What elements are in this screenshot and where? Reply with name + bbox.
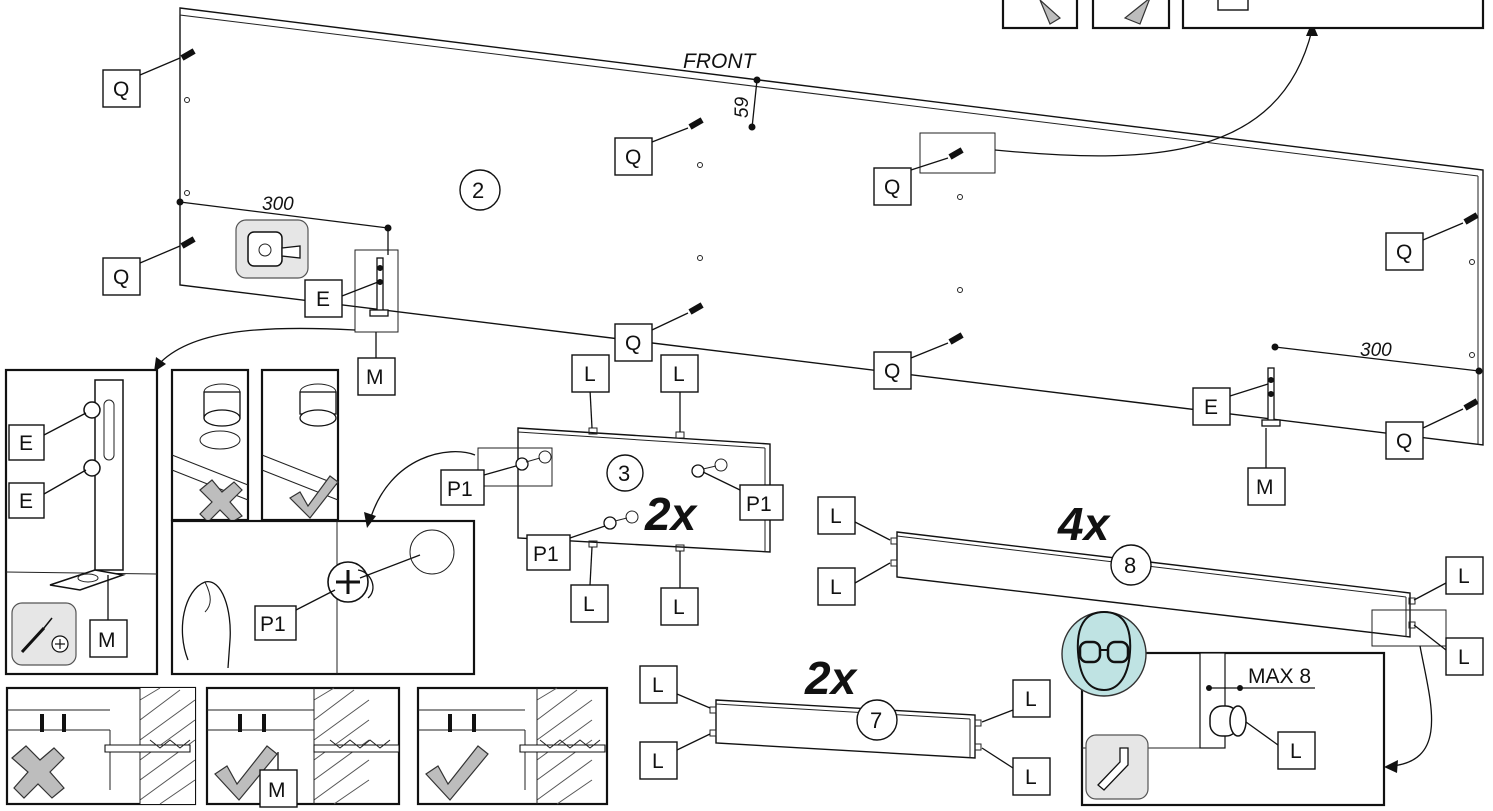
svg-text:M: M	[1256, 476, 1274, 499]
svg-text:L: L	[1290, 740, 1302, 763]
right-bracket-group: E M	[1192, 367, 1286, 506]
q-callout-2: Q	[102, 245, 181, 296]
part-number-8: 8	[1124, 553, 1136, 578]
part-7-rail: 7 2x	[709, 652, 982, 759]
q-callout-3: Q	[614, 127, 689, 176]
tape-measure-icon	[235, 219, 309, 279]
q-callout-7: Q	[1385, 222, 1464, 271]
correct-check-icon	[214, 745, 278, 801]
part-3-p1-callouts: P1 P1 P1	[440, 465, 784, 571]
part-3-l-callouts: L L L L	[570, 354, 699, 626]
part-8-l-callouts: L L L L	[817, 496, 1484, 773]
svg-text:Q: Q	[625, 146, 641, 169]
svg-text:L: L	[1458, 565, 1470, 588]
wall-fix-wrong	[5, 686, 197, 806]
svg-text:L: L	[584, 363, 596, 386]
svg-text:L: L	[583, 593, 595, 616]
svg-text:P1: P1	[533, 543, 559, 566]
svg-text:E: E	[1204, 396, 1218, 419]
top-right-inset	[1001, 0, 1485, 30]
correct-check-icon	[289, 475, 339, 519]
max8-label: MAX 8	[1248, 665, 1311, 688]
wall-fix-correct-1: M	[205, 686, 401, 808]
panel-holes	[184, 97, 1475, 358]
svg-text:M: M	[366, 366, 384, 389]
part-3-board: 3 2x	[477, 427, 771, 553]
svg-text:L: L	[830, 505, 842, 528]
allen-key-icon	[1085, 734, 1149, 800]
svg-text:L: L	[673, 596, 685, 619]
quantity-part-7: 2x	[804, 652, 859, 704]
q-callout-1: Q	[102, 57, 181, 108]
wrong-cross-icon	[199, 479, 243, 523]
svg-text:M: M	[268, 779, 286, 802]
part-7-l-callouts: L L L L	[639, 665, 1051, 796]
svg-text:Q: Q	[884, 176, 900, 199]
svg-text:E: E	[316, 288, 330, 311]
svg-text:L: L	[652, 674, 664, 697]
q-callout-4: Q	[873, 157, 949, 206]
svg-text:L: L	[1458, 646, 1470, 669]
front-label: FRONT	[683, 50, 757, 73]
svg-text:E: E	[19, 490, 33, 513]
dimension-300-right: 300	[1360, 340, 1392, 361]
back-panel	[179, 7, 1484, 446]
svg-text:L: L	[1025, 688, 1037, 711]
svg-text:L: L	[673, 363, 685, 386]
svg-text:Q: Q	[113, 266, 129, 289]
quantity-part-3: 2x	[644, 488, 699, 540]
svg-text:E: E	[19, 432, 33, 455]
q-callout-6: Q	[873, 342, 949, 390]
svg-text:M: M	[98, 629, 116, 652]
cam-correct-inset	[260, 368, 340, 522]
svg-text:L: L	[1025, 766, 1037, 789]
q-callout-5: Q	[614, 312, 689, 362]
screwdriver-icon	[11, 602, 77, 666]
svg-text:L: L	[830, 576, 842, 599]
svg-text:Q: Q	[1396, 241, 1412, 264]
svg-text:P1: P1	[746, 493, 772, 516]
wrong-cross-icon	[11, 745, 65, 799]
safety-goggles-icon	[1061, 610, 1147, 697]
cam-wrong-inset	[170, 368, 250, 523]
quantity-part-8: 4x	[1057, 498, 1112, 550]
part-number-2: 2	[472, 178, 484, 203]
dimension-300-left: 300	[262, 194, 294, 215]
dimension-59: 59	[732, 96, 753, 118]
bracket-detail-inset: E E M	[4, 368, 159, 676]
max8-inset: MAX 8 L	[1061, 610, 1386, 807]
svg-text:P1: P1	[260, 613, 286, 636]
part-8-rail: 8 4x	[890, 498, 1447, 647]
svg-text:Q: Q	[625, 332, 641, 355]
cam-insert-inset: P1	[170, 451, 476, 676]
q-screws	[180, 48, 1479, 411]
svg-text:Q: Q	[113, 78, 129, 101]
svg-text:Q: Q	[1396, 430, 1412, 453]
part-number-3: 3	[618, 461, 630, 486]
svg-text:P1: P1	[447, 478, 473, 501]
part-number-7: 7	[870, 708, 882, 733]
svg-text:Q: Q	[884, 360, 900, 383]
left-bracket-group: E M	[154, 228, 399, 396]
q-callout-8: Q	[1385, 408, 1464, 460]
wall-fix-correct-2	[416, 686, 609, 806]
correct-check-icon	[425, 745, 489, 801]
svg-text:L: L	[652, 750, 664, 773]
